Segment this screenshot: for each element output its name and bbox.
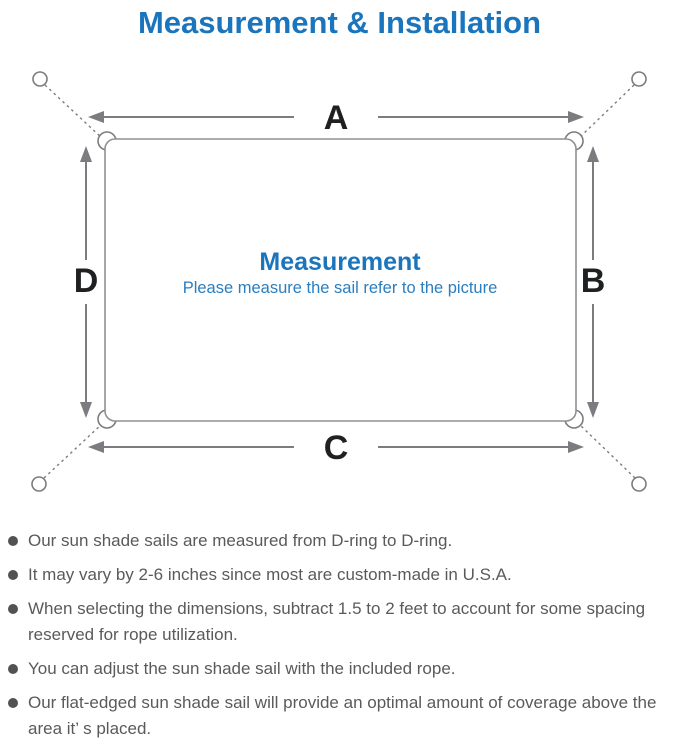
bullet-dot-icon	[8, 604, 18, 614]
note-item: Our sun shade sails are measured from D-…	[0, 528, 679, 554]
anchor-ring-icon-bottom-right	[631, 476, 647, 492]
arrowhead-right-icon	[568, 441, 584, 453]
arrowhead-up-icon	[587, 146, 599, 162]
measurement-diagram: A C D B Measurement Please meas	[31, 71, 647, 492]
dimension-label-b: B	[581, 262, 606, 300]
rope-dashed-line-top-right	[577, 84, 635, 140]
arrowhead-left-icon	[88, 111, 104, 123]
arrowhead-up-icon	[80, 146, 92, 162]
arrowhead-down-icon	[587, 402, 599, 418]
arrowhead-right-icon	[568, 111, 584, 123]
note-text: It may vary by 2-6 inches since most are…	[28, 565, 512, 584]
dimension-label-c: C	[324, 429, 349, 467]
bullet-dot-icon	[8, 536, 18, 546]
bullet-dot-icon	[8, 664, 18, 674]
arrowhead-left-icon	[88, 441, 104, 453]
dimension-label-d: D	[74, 262, 99, 300]
rope-dashed-line-bottom-left	[43, 423, 103, 479]
note-item: Our flat-edged sun shade sail will provi…	[0, 690, 679, 739]
note-text: Our flat-edged sun shade sail will provi…	[28, 693, 657, 738]
sail-outline	[104, 138, 577, 422]
rope-dashed-line-bottom-right	[578, 423, 636, 479]
anchor-ring-icon-top-left	[32, 71, 48, 87]
dimension-arrow-right: B	[581, 146, 606, 418]
notes-list: Our sun shade sails are measured from D-…	[0, 524, 679, 739]
note-item: You can adjust the sun shade sail with t…	[0, 656, 679, 682]
note-text: You can adjust the sun shade sail with t…	[28, 659, 456, 678]
dimension-arrow-top: A	[88, 99, 584, 137]
dimension-label-a: A	[324, 99, 349, 137]
arrowhead-down-icon	[80, 402, 92, 418]
dimension-arrow-bottom: C	[88, 429, 584, 467]
page-title: Measurement & Installation	[137, 5, 542, 40]
rope-dashed-line-top-left	[44, 84, 104, 140]
note-item: It may vary by 2-6 inches since most are…	[0, 562, 679, 588]
bullet-dot-icon	[8, 570, 18, 580]
dimension-arrow-left: D	[74, 146, 99, 418]
note-text: When selecting the dimensions, subtract …	[28, 599, 646, 644]
bullet-dot-icon	[8, 698, 18, 708]
diagram-center-title: Measurement	[259, 248, 421, 276]
note-text: Our sun shade sails are measured from D-…	[28, 531, 453, 550]
anchor-ring-icon-bottom-left	[31, 476, 47, 492]
diagram-center-subtitle: Please measure the sail refer to the pic…	[183, 279, 498, 297]
anchor-ring-icon-top-right	[631, 71, 647, 87]
note-item: When selecting the dimensions, subtract …	[0, 596, 679, 648]
